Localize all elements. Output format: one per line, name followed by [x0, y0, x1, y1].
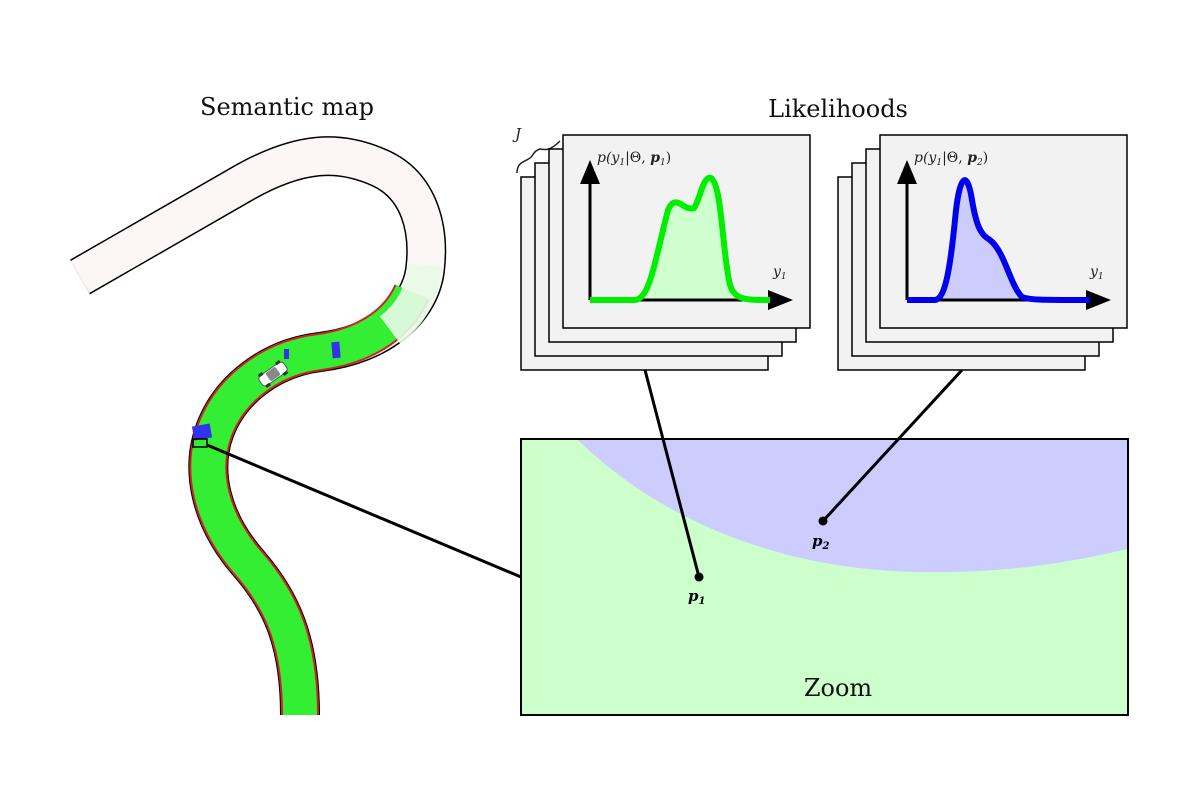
zoom-frame — [520, 438, 1129, 716]
point-p1-label: p1 — [688, 587, 705, 607]
semantic-map: Semantic map — [70, 93, 447, 716]
track-fade — [379, 262, 442, 344]
likelihood-curve-fill-p2 — [907, 180, 1090, 300]
semantic-map-title: Semantic map — [200, 93, 374, 121]
likelihood-curve-p2 — [907, 177, 1091, 303]
car-icon — [257, 359, 289, 389]
likelihood-ylabel-p2: p(y1|Θ, p2) — [914, 150, 988, 168]
stack-brace: J — [512, 125, 561, 174]
likelihood-ylabel-p1: p(y1|Θ, p1) — [597, 150, 671, 168]
x-axis-arrow — [768, 290, 793, 310]
point-p2-label: p2 — [812, 532, 830, 552]
likelihood-xlabel-p2: y1 — [1089, 264, 1104, 282]
likelihoods-title: Likelihoods — [768, 95, 908, 123]
blue-patch — [191, 423, 213, 441]
likelihood-curve-p1 — [590, 174, 771, 303]
likelihood-xlabel-p1: y1 — [772, 264, 787, 282]
x-axis-arrow — [1086, 290, 1111, 310]
zoom-title: Zoom — [804, 674, 873, 702]
likelihood-stack-p1: p(y1|Θ, p1) y1 — [520, 134, 811, 371]
road-surface — [70, 137, 445, 716]
zoom-source-box — [192, 438, 208, 448]
blue-patch — [284, 349, 289, 359]
zoom-blue-region — [578, 440, 1127, 573]
likelihood-stack-p2: p(y1|Θ, p2) y1 — [837, 134, 1128, 371]
y-axis-arrow — [580, 160, 600, 184]
leader-line-p1 — [643, 369, 701, 578]
zoom-panel: Zoom p1 p2 — [520, 438, 1129, 716]
y-axis-arrow — [897, 160, 917, 184]
zoom-connector — [206, 443, 522, 579]
leader-line-p2 — [821, 368, 964, 523]
blue-patch — [331, 341, 341, 359]
track-green-fill — [191, 284, 428, 716]
stack-count-label: J — [512, 125, 522, 143]
